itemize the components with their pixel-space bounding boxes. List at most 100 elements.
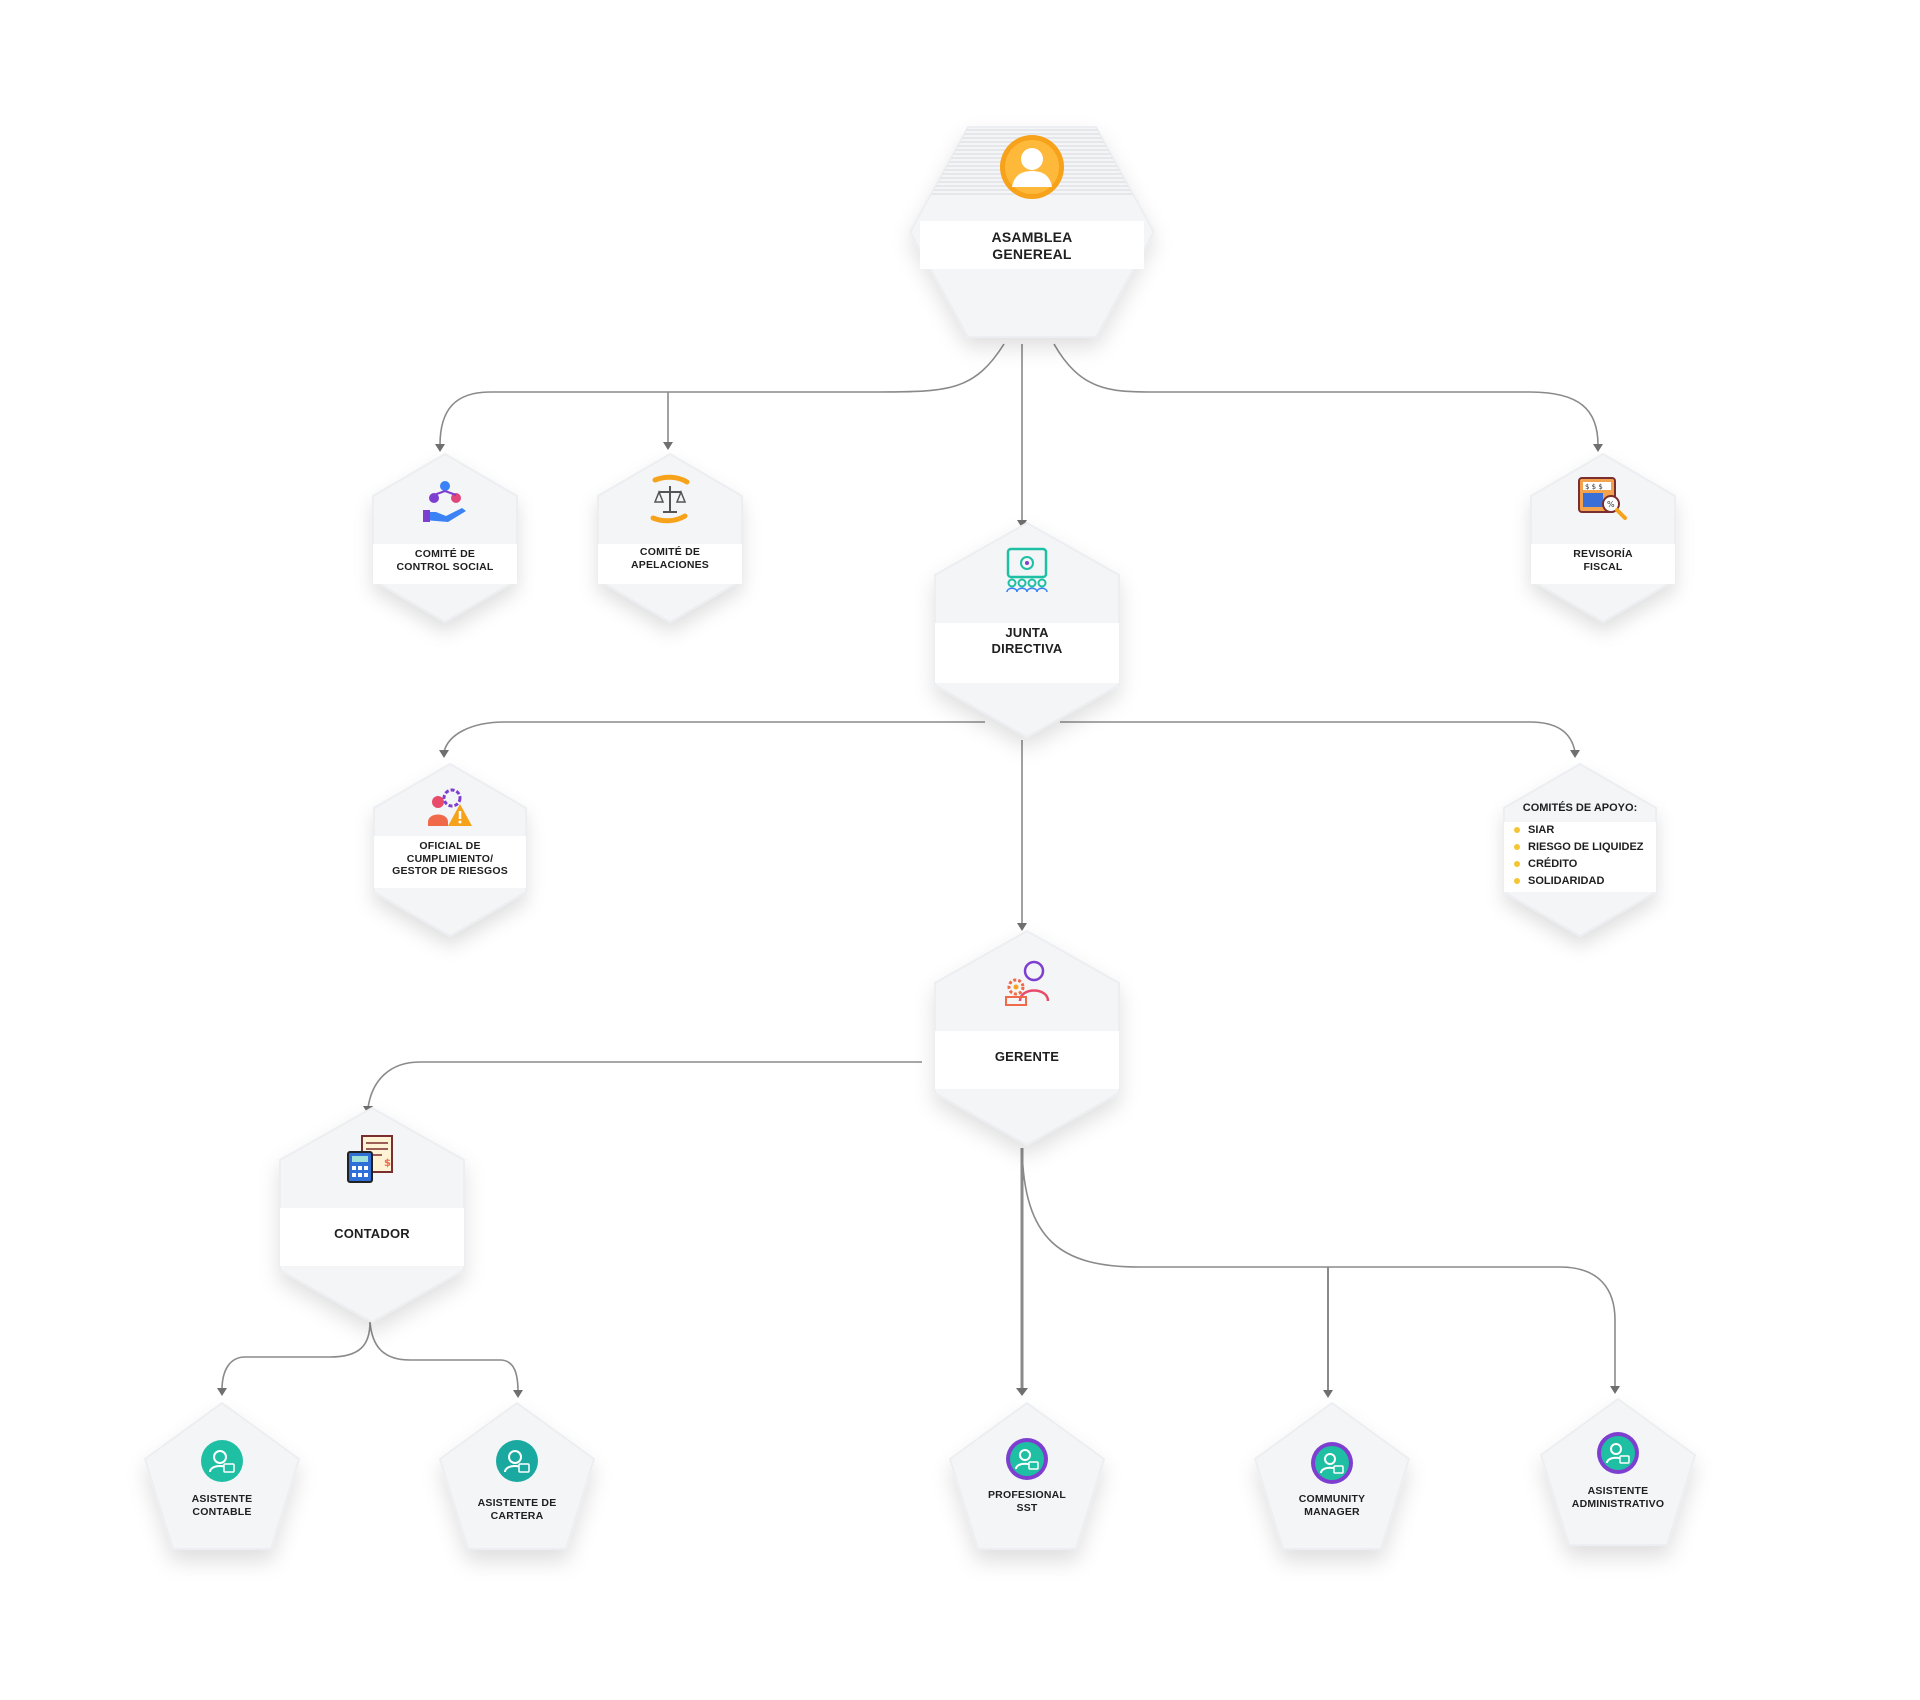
node-label: ASAMBLEA GENEREAL (904, 229, 1160, 263)
label-line-1: ASISTENTE (1587, 1485, 1649, 1497)
node-label: COMITÉ DE APELACIONES (592, 546, 748, 571)
label-line-1: ASISTENTE DE (477, 1497, 557, 1509)
risk-manager-icon (426, 786, 474, 835)
label-line-2: FISCAL (1583, 560, 1623, 573)
hexagon-shape (279, 1106, 465, 1324)
node-oficial-cumplimiento: OFICIAL DE CUMPLIMIENTO/ GESTOR DE RIESG… (368, 760, 532, 940)
label-line-1: COMITÉ DE (639, 546, 701, 558)
audit-magnifier-icon: $ $ $ % (1577, 476, 1629, 525)
support-item-label: SOLIDARIDAD (1528, 875, 1605, 887)
arrow-asistente-cartera (513, 1390, 523, 1398)
hexagon-shape (1503, 762, 1657, 938)
svg-text:$ $ $: $ $ $ (1585, 483, 1603, 491)
node-gerente: GERENTE (929, 927, 1125, 1149)
svg-text:$: $ (384, 1158, 391, 1169)
label-line-1: GERENTE (994, 1049, 1060, 1064)
node-label: COMMUNITY MANAGER (1247, 1493, 1417, 1518)
bullet-dot (1514, 861, 1520, 867)
support-item-label: RIESGO DE LIQUIDEZ (1528, 841, 1644, 853)
hexagon-shape (373, 762, 527, 938)
node-label: REVISORÍA FISCAL (1525, 548, 1681, 573)
justice-scale-icon (647, 474, 693, 529)
support-item-label: CRÉDITO (1528, 858, 1578, 870)
list-item: SIAR (1514, 822, 1654, 839)
list-item: SOLIDARIDAD (1514, 873, 1654, 890)
user-badge-icon (1596, 1431, 1640, 1480)
hexagon-shape (372, 452, 518, 624)
node-comites-apoyo: COMITÉS DE APOYO: SIAR RIESGO DE LIQUIDE… (1498, 760, 1662, 940)
bullet-dot (1514, 844, 1520, 850)
user-badge-icon (1310, 1441, 1354, 1490)
node-label: GERENTE (929, 1049, 1125, 1065)
user-badge-icon (1005, 1437, 1049, 1486)
arrow-gerente (1017, 923, 1027, 931)
connector-asamblea-revisoria (1053, 343, 1599, 446)
accounting-calculator-icon: $ (346, 1134, 398, 1189)
support-committees-list: SIAR RIESGO DE LIQUIDEZ CRÉDITO SOLIDARI… (1514, 822, 1654, 890)
arrow-profesional-sst (1016, 1388, 1028, 1396)
arrow-revisoria (1593, 444, 1603, 452)
hexagon-shape (597, 452, 743, 624)
connector-contador-asistente-contable (221, 1321, 371, 1391)
connector-asamblea-control-social (439, 343, 1005, 446)
manager-icon (1002, 957, 1052, 1012)
arrow-junta (1017, 520, 1027, 528)
arrow-apelaciones (663, 442, 673, 450)
node-asistente-cartera: ASISTENTE DE CARTERA (432, 1397, 602, 1559)
list-item: RIESGO DE LIQUIDEZ (1514, 839, 1654, 856)
label-line-2: CARTERA (490, 1509, 544, 1522)
label-line-2: CONTABLE (192, 1505, 252, 1518)
node-comite-control-social: COMITÉ DE CONTROL SOCIAL (367, 450, 523, 626)
connector-gerente-contador (367, 1061, 922, 1109)
arrow-asistente-admin (1610, 1386, 1620, 1394)
node-label: CONTADOR (274, 1226, 470, 1242)
label-line-1: OFICIAL DE (419, 840, 481, 852)
node-label: ASISTENTE DE CARTERA (432, 1497, 602, 1522)
label-line-2: ADMINISTRATIVO (1571, 1497, 1665, 1510)
user-avatar-icon (998, 133, 1066, 206)
node-asamblea-general: ASAMBLEA GENEREAL (904, 121, 1160, 343)
node-label: ASISTENTE CONTABLE (137, 1493, 307, 1518)
arrow-community-manager (1323, 1390, 1333, 1398)
arrow-asistente-contable (217, 1388, 227, 1396)
label-line-1: REVISORÍA (1573, 548, 1633, 560)
label-line-2: APELACIONES (630, 558, 710, 571)
support-item-label: SIAR (1528, 824, 1555, 836)
connector-junta-oficial (443, 721, 985, 753)
user-badge-icon (495, 1439, 539, 1488)
hexagon-shape (934, 521, 1120, 739)
label-line-2: CONTROL SOCIAL (396, 560, 494, 573)
node-label: OFICIAL DE CUMPLIMIENTO/ GESTOR DE RIESG… (368, 840, 532, 878)
node-revisoria-fiscal: $ $ $ % REVISORÍA FISCAL (1525, 450, 1681, 626)
support-committees-title: COMITÉS DE APOYO: (1522, 802, 1638, 814)
connector-junta-comites (1060, 721, 1576, 753)
node-asistente-administrativo: ASISTENTE ADMINISTRATIVO (1533, 1393, 1703, 1555)
bullet-dot (1514, 827, 1520, 833)
arrow-oficial (439, 750, 449, 758)
label-line-2: DIRECTIVA (991, 640, 1063, 656)
label-line-2: SST (1016, 1501, 1038, 1514)
hand-network-icon (422, 478, 468, 529)
label-line-2: CUMPLIMIENTO/ (406, 852, 494, 865)
node-label: JUNTA DIRECTIVA (929, 625, 1125, 656)
label-line-1: JUNTA (1005, 625, 1049, 640)
label-line-1: ASISTENTE (191, 1493, 253, 1505)
node-label: ASISTENTE ADMINISTRATIVO (1533, 1485, 1703, 1510)
connector-contador-asistente-cartera (369, 1321, 519, 1393)
arrow-comites (1570, 750, 1580, 758)
node-contador: $ CONTADOR (274, 1104, 470, 1326)
label-line-1: COMITÉ DE (414, 548, 476, 560)
node-label: PROFESIONAL SST (942, 1489, 1112, 1514)
node-comite-apelaciones: COMITÉ DE APELACIONES (592, 450, 748, 626)
node-junta-directiva: JUNTA DIRECTIVA (929, 519, 1125, 741)
hexagon-shape (1530, 452, 1676, 624)
label-line-1: PROFESIONAL (987, 1489, 1067, 1501)
svg-text:%: % (1607, 500, 1615, 509)
board-meeting-icon (1002, 543, 1052, 598)
label-line-1: COMMUNITY (1298, 1493, 1366, 1505)
label-line-3: GESTOR DE RIESGOS (392, 865, 508, 878)
label-line-2: GENEREAL (992, 245, 1072, 262)
hexagon-shape (934, 929, 1120, 1147)
node-community-manager: COMMUNITY MANAGER (1247, 1397, 1417, 1559)
connector-gerente-branch (1021, 1147, 1616, 1388)
